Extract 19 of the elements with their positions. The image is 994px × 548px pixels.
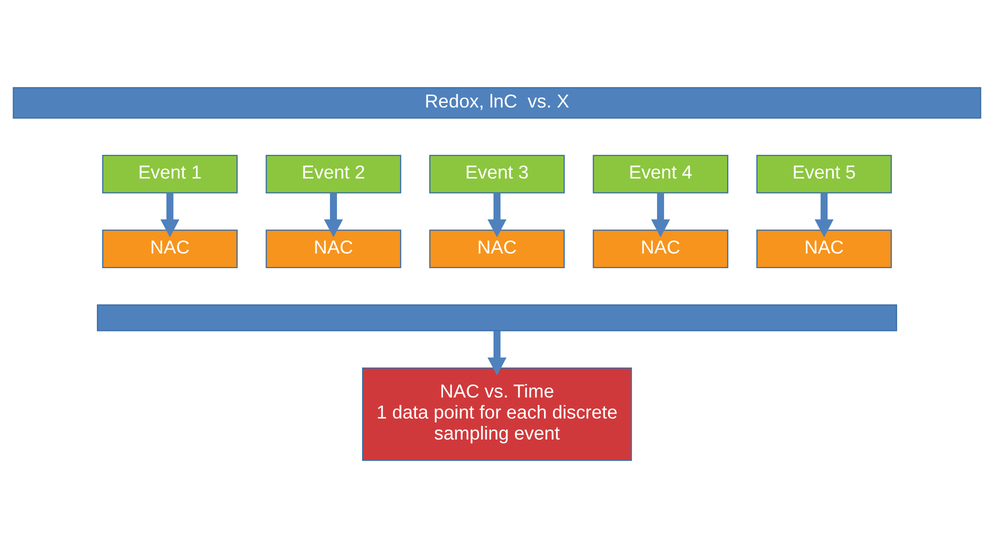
arrow bbox=[814, 192, 834, 238]
node-box: NAC bbox=[102, 230, 238, 268]
node-bar bbox=[96, 304, 898, 332]
node-box: Event 5 bbox=[756, 154, 892, 194]
arrow bbox=[324, 192, 343, 238]
arrow bbox=[488, 192, 506, 238]
arrow bbox=[160, 192, 180, 238]
node-box: Event 2 bbox=[266, 154, 402, 194]
node-box: Event 3 bbox=[429, 154, 565, 194]
arrow bbox=[488, 330, 506, 376]
node-box: NAC bbox=[266, 230, 402, 268]
node-box: NAC bbox=[429, 230, 565, 268]
node-box: Event 1 bbox=[102, 154, 238, 194]
node-box: Redox, lnC vs. X bbox=[12, 87, 982, 119]
node-box: NAC vs. Time 1 data point for each discrete sampling event bbox=[362, 367, 632, 461]
arrow bbox=[651, 192, 670, 238]
node-box: Event 4 bbox=[592, 154, 728, 194]
node-box: NAC bbox=[592, 230, 728, 268]
node-box: NAC bbox=[756, 230, 892, 268]
